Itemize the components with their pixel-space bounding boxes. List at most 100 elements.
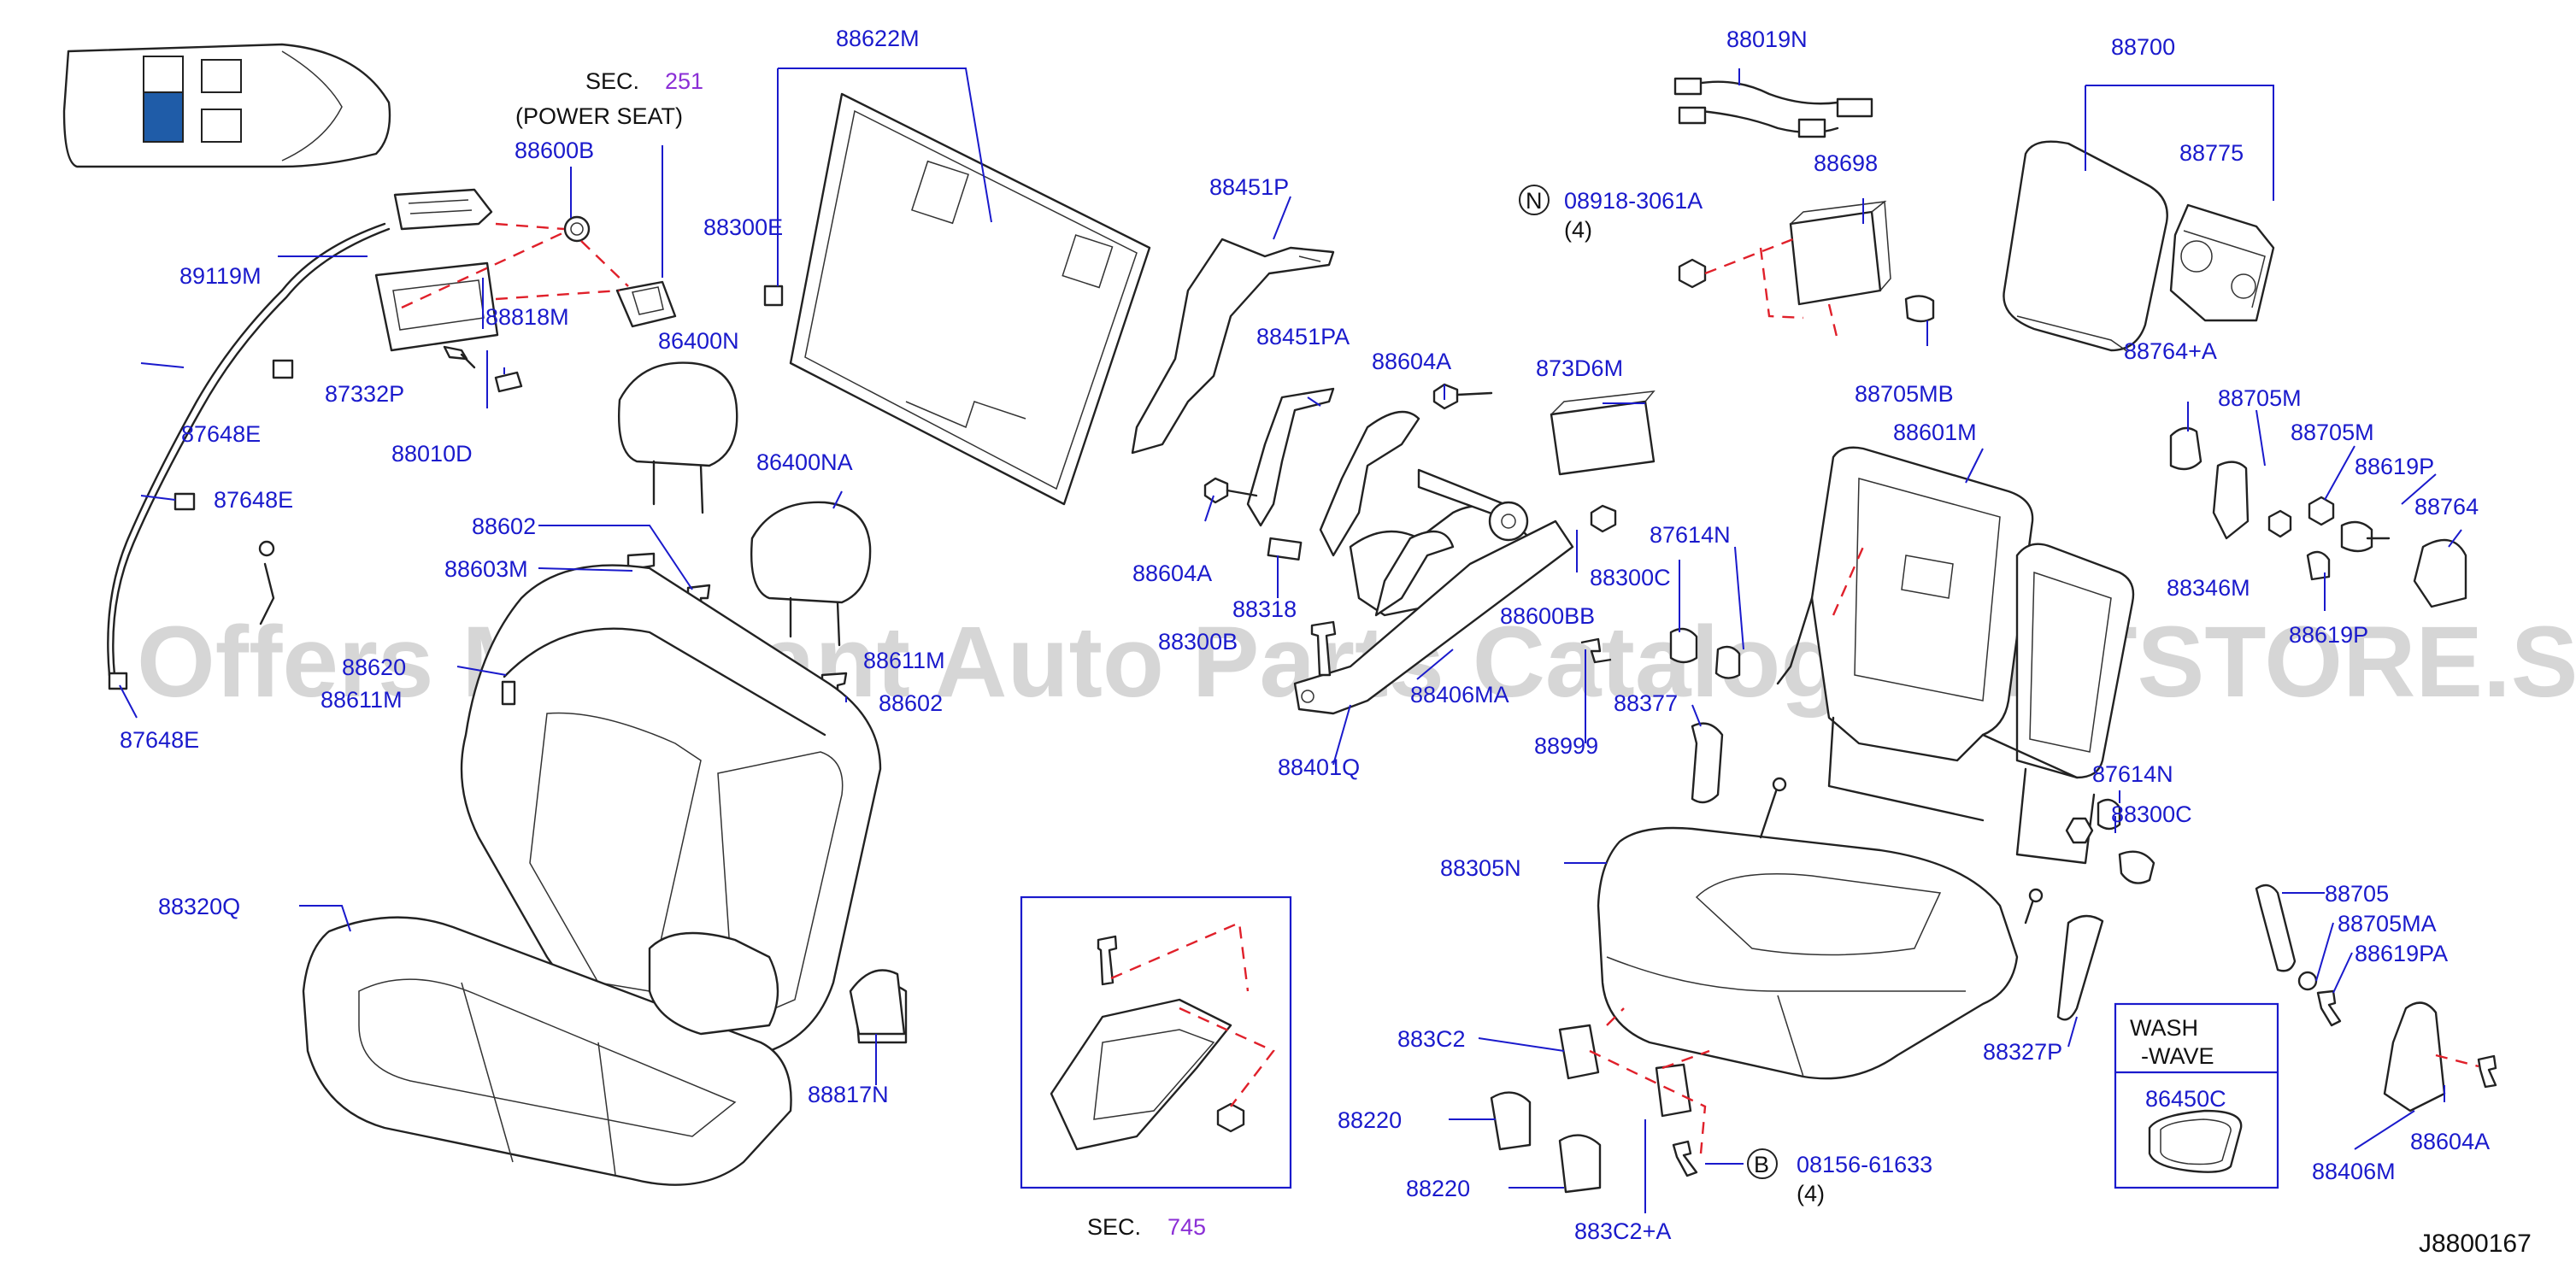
- callout-b: B 08156-61633 (4): [1747, 1148, 1932, 1206]
- part-label[interactable]: 88999: [1534, 733, 1598, 759]
- part-label[interactable]: 88327P: [1983, 1039, 2062, 1065]
- headrest-86400n-drawing: [618, 361, 738, 514]
- part-label[interactable]: 88300E: [703, 214, 783, 240]
- part-label[interactable]: 86400N: [658, 328, 739, 354]
- part-label[interactable]: 87648E: [181, 421, 261, 447]
- trim-cover-drawing: [849, 969, 906, 1036]
- sec-251-prefix: SEC.: [585, 68, 639, 94]
- part-label[interactable]: 87614N: [2092, 761, 2173, 787]
- part-label[interactable]: 88406MA: [1410, 682, 1509, 707]
- rear-seat-cushion-drawing: [1597, 777, 2044, 1080]
- sec-745-prefix: SEC.: [1087, 1214, 1141, 1240]
- headrest-86400na-drawing: [750, 501, 872, 647]
- part-label[interactable]: 88601M: [1893, 420, 1977, 445]
- part-label[interactable]: 88346M: [2167, 575, 2250, 601]
- part-label[interactable]: 88764: [2414, 494, 2479, 520]
- part-label[interactable]: 88300C: [1590, 565, 1671, 590]
- sec-251-number[interactable]: 251: [665, 68, 703, 94]
- side-trim-drawing: [2056, 914, 2104, 1021]
- callout-n-part[interactable]: 08918-3061A: [1564, 188, 1703, 214]
- part-label[interactable]: 88705MB: [1855, 381, 1954, 407]
- part-label[interactable]: 88698: [1814, 150, 1878, 176]
- part-label[interactable]: 88619P: [2355, 454, 2434, 479]
- part-label[interactable]: 88406M: [2312, 1159, 2396, 1184]
- cable-assembly-drawing: [107, 222, 391, 690]
- callout-b-letter: B: [1754, 1152, 1769, 1177]
- part-label[interactable]: 88604A: [1372, 349, 1451, 374]
- wiring-harness-drawing: [1673, 77, 1873, 138]
- leg-bracket-drawing: [1490, 1007, 1710, 1194]
- part-label[interactable]: 873D6M: [1536, 355, 1623, 381]
- seat-recliner-drawing: [2169, 203, 2275, 322]
- part-label[interactable]: 87648E: [120, 727, 199, 753]
- part-label: 86450C: [2145, 1086, 2226, 1112]
- small-fasteners-drawing: [1310, 620, 1741, 804]
- wash-wave-title-2: -WAVE: [2141, 1043, 2214, 1069]
- part-label[interactable]: 883C2: [1397, 1026, 1466, 1052]
- part-label[interactable]: 88602: [472, 514, 536, 539]
- part-label[interactable]: 88220: [1406, 1176, 1470, 1201]
- part-label[interactable]: 88300C: [2111, 801, 2192, 827]
- callout-b-part[interactable]: 08156-61633: [1797, 1152, 1932, 1177]
- part-label[interactable]: 88611M: [321, 687, 403, 713]
- callout-n-letter: N: [1526, 188, 1543, 214]
- part-label[interactable]: 86400NA: [756, 449, 853, 475]
- control-module-drawing: [1678, 200, 1935, 341]
- part-label[interactable]: 88604A: [1132, 561, 1212, 586]
- part-label[interactable]: 88775: [2179, 140, 2244, 166]
- leader-lines: [119, 68, 2462, 1213]
- part-label[interactable]: 88401Q: [1278, 754, 1360, 780]
- part-label[interactable]: 88377: [1614, 690, 1678, 716]
- part-label[interactable]: 87332P: [325, 381, 404, 407]
- callout-b-qty: (4): [1797, 1181, 1825, 1206]
- part-label[interactable]: 88705M: [2218, 385, 2302, 411]
- part-label[interactable]: 88604A: [2410, 1129, 2490, 1154]
- wash-wave-inset: WASH -WAVE 86450C: [2114, 1002, 2279, 1189]
- part-label[interactable]: 88620: [342, 655, 406, 680]
- part-label[interactable]: 88305N: [1440, 855, 1521, 881]
- part-label[interactable]: 88818M: [485, 304, 569, 330]
- part-label[interactable]: 88300B: [1158, 629, 1238, 655]
- seat-switch-mechanism-drawing: [374, 188, 677, 393]
- wash-wave-title-1: WASH: [2130, 1015, 2198, 1041]
- hinge-cover-drawing: [2169, 426, 2467, 608]
- part-label[interactable]: 88600B: [515, 138, 594, 163]
- part-label[interactable]: 88602: [879, 690, 943, 716]
- rear-seatback-pad-drawing: [2003, 140, 2168, 353]
- part-label[interactable]: 88622M: [836, 26, 920, 51]
- part-label[interactable]: 88619P: [2289, 622, 2368, 648]
- link-bracket-drawing: [2255, 883, 2497, 1112]
- vehicle-locator-icon: [62, 43, 391, 168]
- seat-frame-drawing: [1776, 446, 2155, 884]
- part-label[interactable]: 88010D: [391, 441, 473, 467]
- part-label[interactable]: 88019N: [1726, 26, 1808, 52]
- armrest-frame-drawing: [1131, 238, 1656, 715]
- sec-745-number[interactable]: 745: [1167, 1214, 1206, 1240]
- part-label[interactable]: 88705M: [2291, 420, 2374, 445]
- part-label[interactable]: 88320Q: [158, 894, 240, 919]
- part-label[interactable]: 88764+A: [2124, 338, 2217, 364]
- part-label[interactable]: 87648E: [214, 487, 293, 513]
- seatback-board-drawing: [789, 92, 1151, 506]
- part-label[interactable]: 883C2+A: [1574, 1218, 1671, 1244]
- part-label[interactable]: 88318: [1232, 596, 1297, 622]
- callout-n: N 08918-3061A (4): [1519, 185, 1703, 243]
- part-label[interactable]: 88451P: [1209, 174, 1289, 200]
- part-label[interactable]: 88817N: [808, 1082, 889, 1107]
- part-label[interactable]: 88603M: [444, 556, 528, 582]
- callout-n-qty: (4): [1564, 217, 1592, 243]
- part-label[interactable]: 88705MA: [2338, 911, 2437, 936]
- part-label[interactable]: 88700: [2111, 34, 2175, 60]
- part-label[interactable]: 88600BB: [1500, 603, 1595, 629]
- part-labels: 88622M 88019N 88700 88600B 88300E 88451P…: [120, 26, 2490, 1244]
- part-label[interactable]: 88220: [1338, 1107, 1402, 1133]
- sec-251-note: (POWER SEAT): [515, 103, 683, 129]
- part-label[interactable]: 88705: [2325, 881, 2389, 907]
- part-label[interactable]: 88451PA: [1256, 324, 1350, 349]
- part-label[interactable]: 87614N: [1650, 522, 1731, 548]
- part-label[interactable]: 88619PA: [2355, 941, 2448, 966]
- part-label[interactable]: 89119M: [179, 263, 262, 289]
- part-label[interactable]: 88611M: [863, 648, 945, 673]
- clip-drawing: [763, 285, 784, 307]
